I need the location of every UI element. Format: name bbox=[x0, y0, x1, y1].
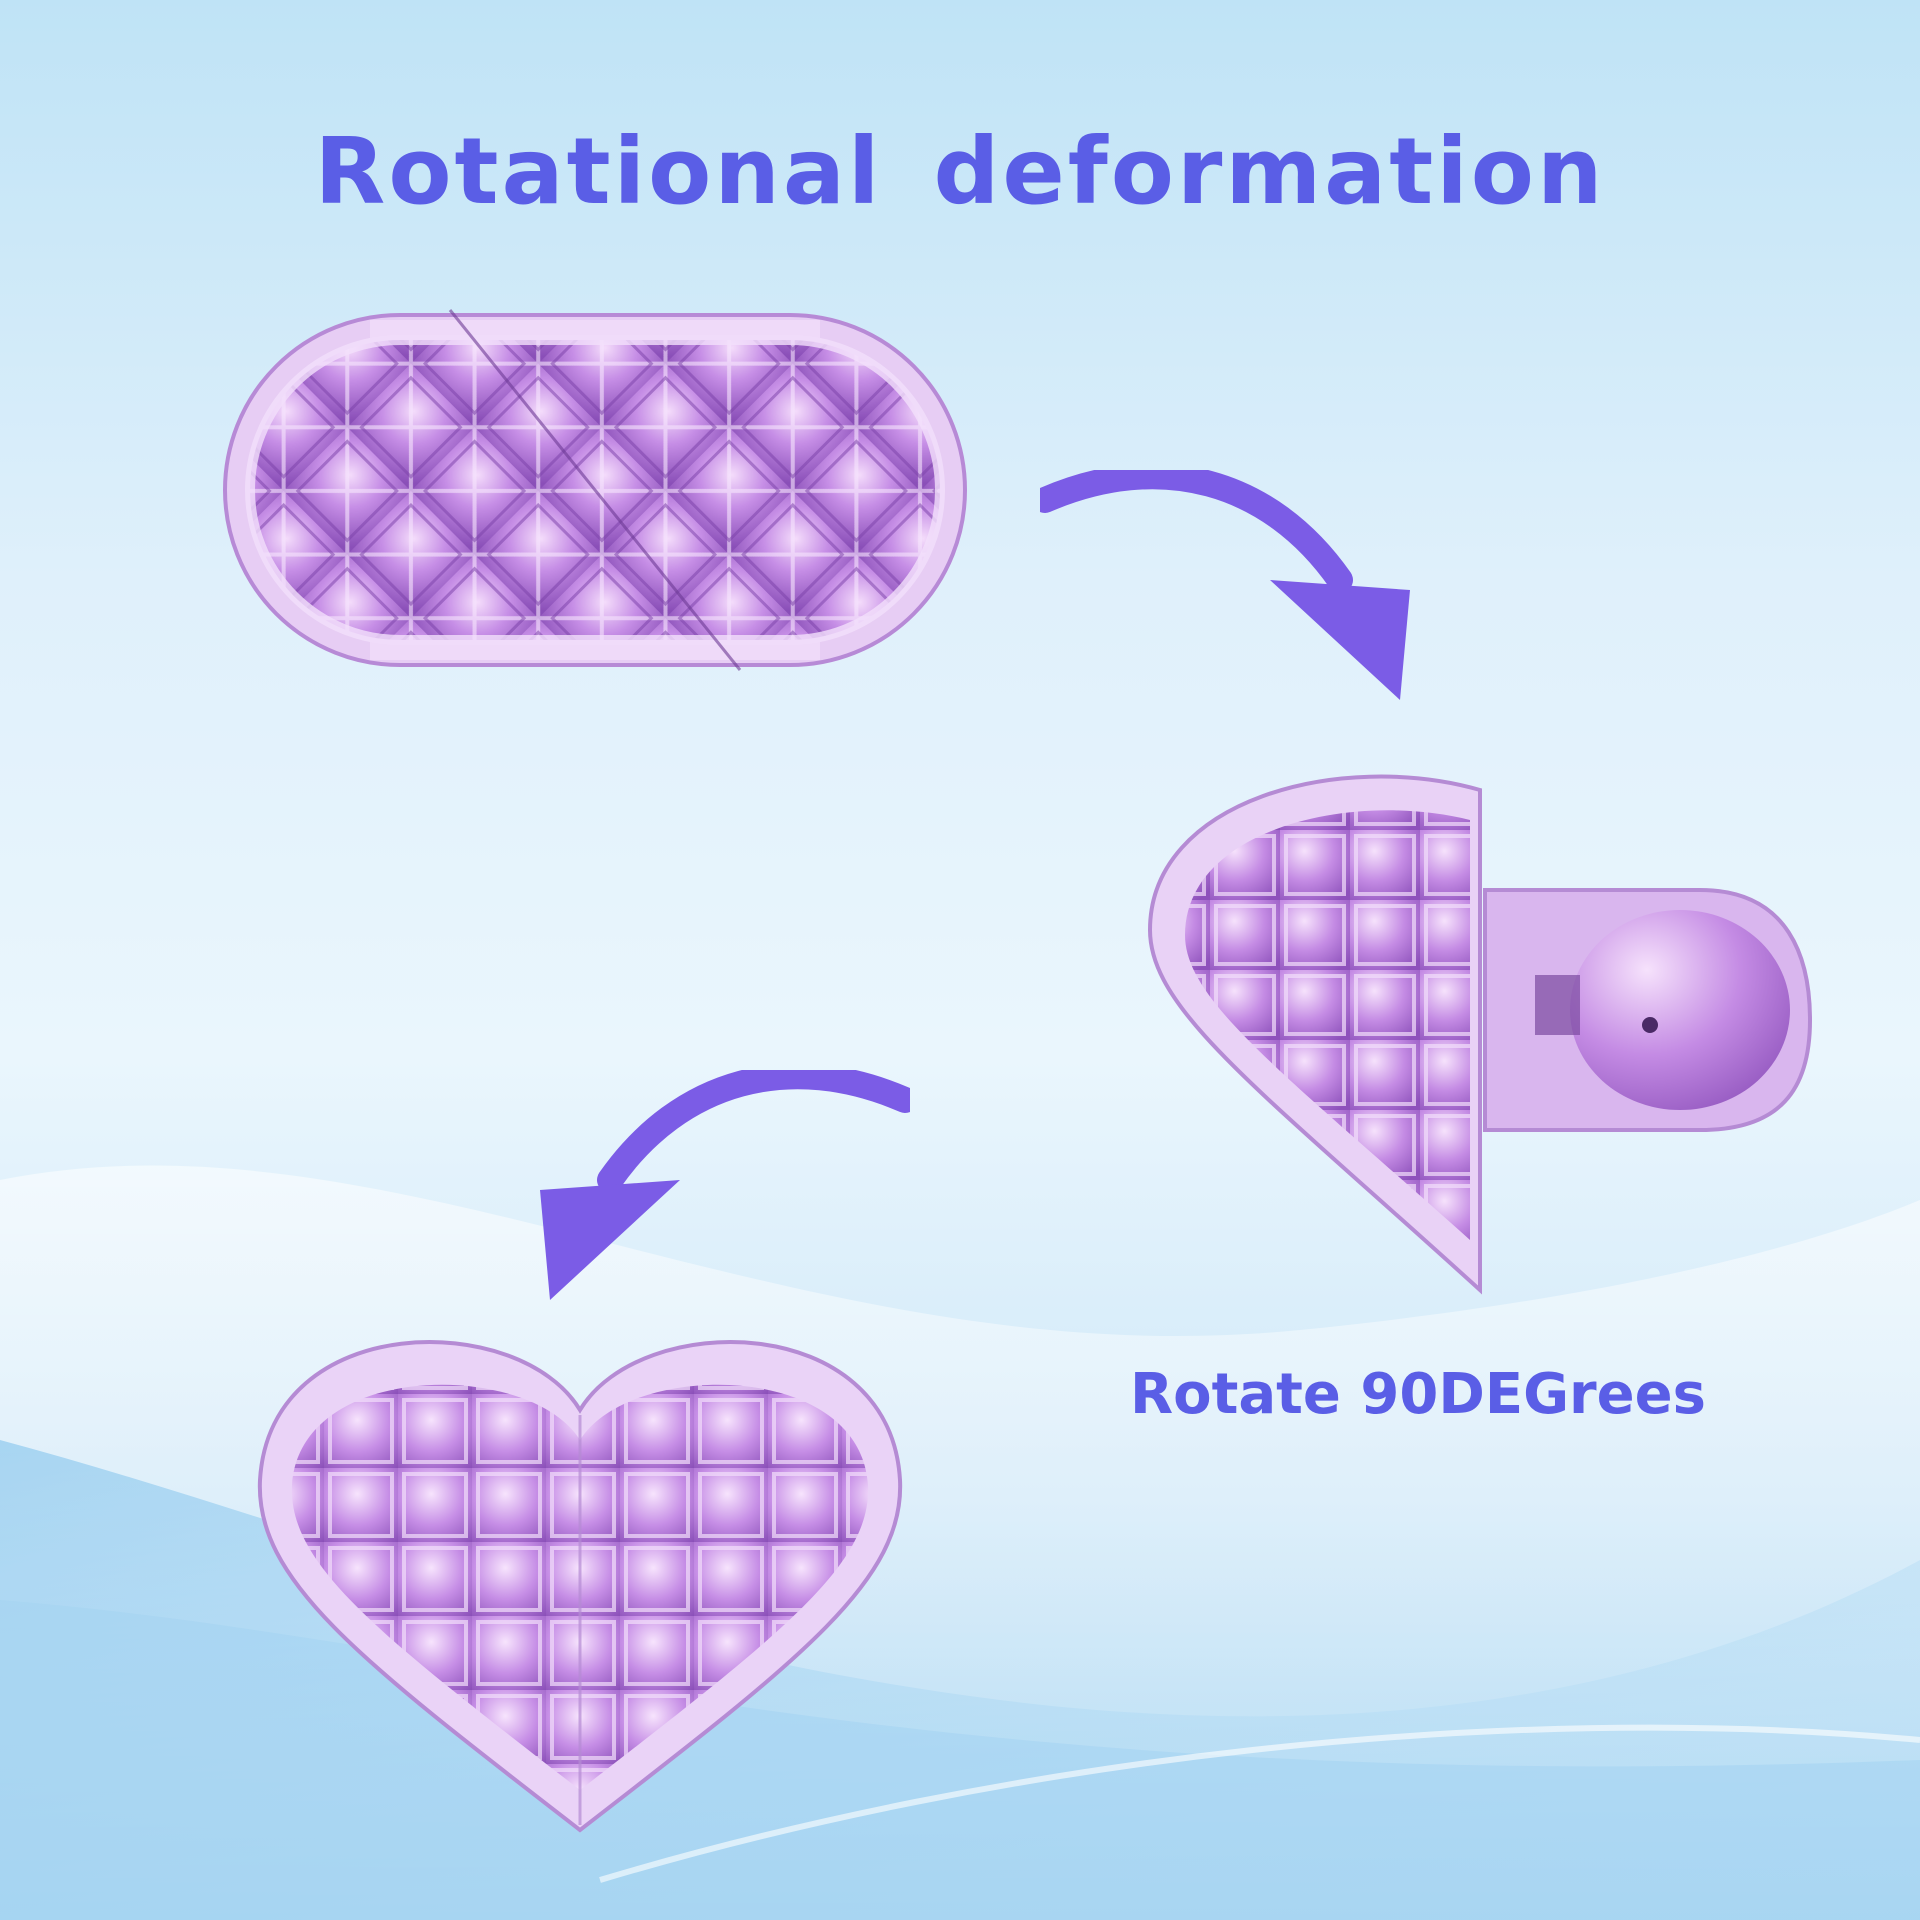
page-title: Rotational deformation bbox=[314, 118, 1606, 225]
heart-product-image bbox=[257, 1340, 903, 1833]
rotate-caption: Rotate 90DEGrees bbox=[1130, 1362, 1706, 1427]
half-rotated-product-image bbox=[1147, 774, 1813, 1295]
capsule-product-image bbox=[223, 309, 967, 671]
curved-arrow-down-right-icon bbox=[1040, 470, 1410, 700]
curved-arrow-down-left-icon bbox=[540, 1070, 910, 1300]
